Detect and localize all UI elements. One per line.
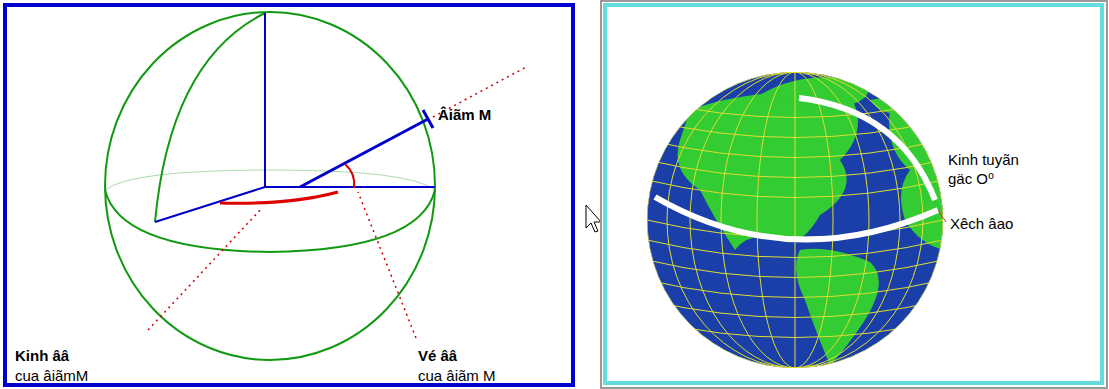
point-label: Âiãm M xyxy=(438,105,491,124)
axis-sublabel: cua âiãm M xyxy=(418,366,496,385)
panel-frame xyxy=(601,1,1107,388)
panel-frame xyxy=(5,5,573,385)
panel-frame xyxy=(605,5,1102,383)
sphere-figure xyxy=(105,12,528,360)
axis-label: Kinh ââ xyxy=(15,346,69,365)
equator-label: Xêch âao xyxy=(950,214,1013,233)
axis-sublabel: cua âiãmM xyxy=(15,366,88,385)
mouse-cursor xyxy=(586,205,601,232)
globe xyxy=(647,72,946,368)
meridian-label: Kinh tuyãn gäc O⁰ xyxy=(948,150,1036,188)
axis-label: Vé ââ xyxy=(418,346,457,365)
